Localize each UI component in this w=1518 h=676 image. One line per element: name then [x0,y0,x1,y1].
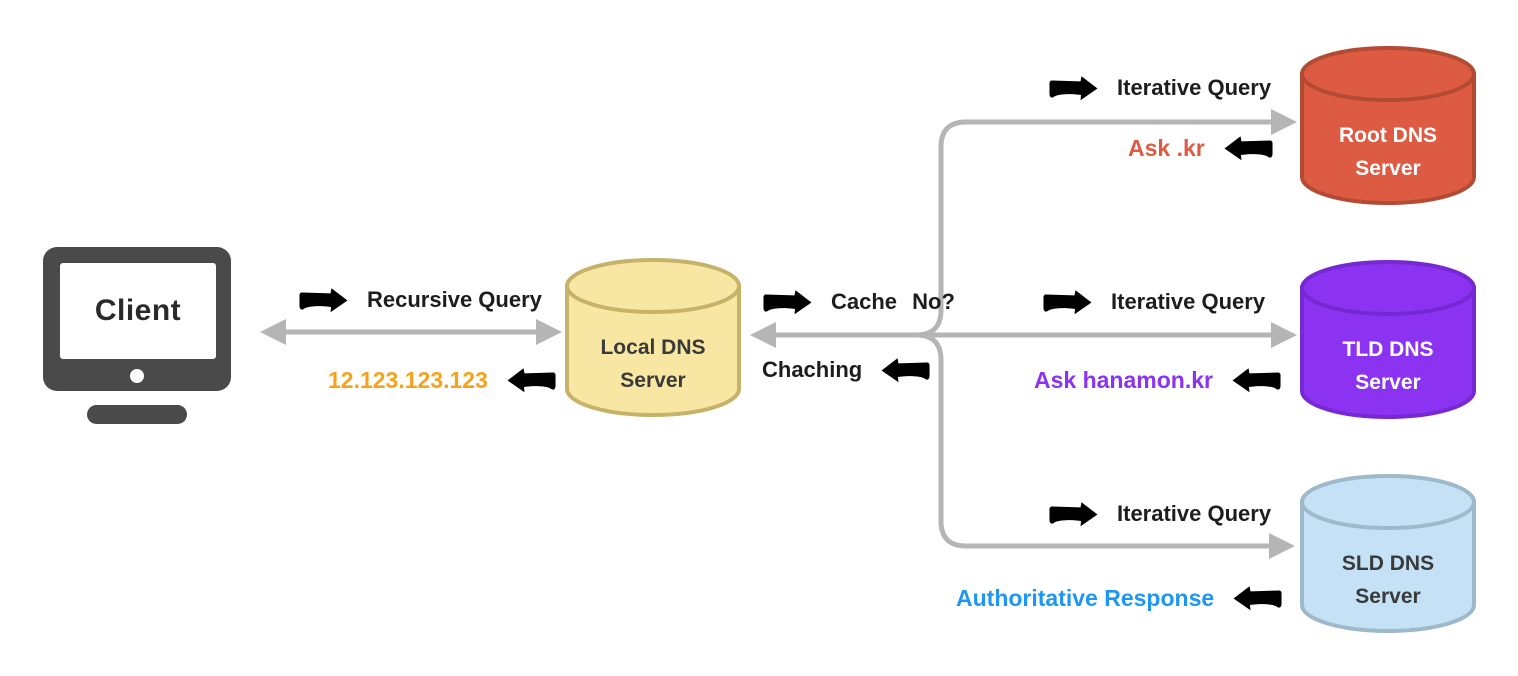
arrowhead-to-sld [1269,533,1295,559]
response-left-arrow-icon [1233,586,1282,611]
query-right-arrow-icon [1049,76,1098,101]
monitor-screen: Client [60,263,216,359]
database-cylinder-icon [1300,260,1476,419]
label-line2: Server [620,368,686,392]
monitor-stand [87,405,187,424]
client-label: Client [94,294,182,327]
localdns-root-link [915,119,1280,338]
edge-cache-check: Cache No? [758,284,955,320]
cache-check-label: Cache No? [831,289,955,314]
arrowhead-to-localdns-left [750,322,776,348]
label-line1: TLD DNS [1342,337,1434,361]
response-left-arrow-icon [507,368,556,393]
database-cylinder-icon [1300,46,1476,205]
edge-root-response: Ask .kr [1128,130,1278,166]
root-dns-label: Root DNS Server [1298,96,1478,209]
query-right-arrow-icon [1043,290,1092,315]
label-line2: Server [1355,156,1421,180]
tld-dns-label: TLD DNS Server [1298,310,1478,423]
database-cylinder-icon [1300,474,1476,633]
response-left-arrow-icon [1232,368,1281,393]
root-query-label: Iterative Query [1117,75,1272,100]
label-line1: SLD DNS [1341,551,1435,575]
label-line2: Server [1355,370,1421,394]
client-response-label: 12.123.123.123 [328,366,488,393]
arrowhead-to-root [1271,109,1297,135]
arrowhead-to-tld [1271,322,1297,348]
query-right-arrow-icon [299,288,348,313]
tld-dns-server: TLD DNS Server [1298,258,1478,423]
local-dns-server: Local DNS Server [563,256,743,421]
query-right-arrow-icon [1049,502,1098,527]
edge-root-query: Iterative Query [1044,70,1271,106]
edge-sld-query: Iterative Query [1044,496,1271,532]
response-left-arrow-icon [881,358,930,383]
monitor-power-dot [130,369,144,383]
arrowhead-to-localdns-right [536,319,562,345]
edge-sld-response: Authoritative Response [956,580,1287,616]
sld-dns-label: SLD DNS Server [1298,524,1478,637]
edge-recursive-query: Recursive Query [294,282,542,318]
localdns-sld-link [915,332,1278,549]
edge-client-response: 12.123.123.123 [328,362,561,398]
local-dns-label: Local DNS Server [563,308,743,421]
sld-query-label: Iterative Query [1117,501,1272,526]
edge-tld-response: Ask hanamon.kr [1034,362,1286,398]
label-line1: Root DNS [1339,123,1437,147]
label-line1: Local DNS [600,335,706,359]
caching-label: Chaching [762,357,863,382]
tld-query-label: Iterative Query [1111,289,1266,314]
monitor-icon: Client [43,247,231,391]
database-cylinder-icon [565,258,741,417]
tld-response-label: Ask hanamon.kr [1034,366,1213,393]
edge-caching: Chaching [762,352,935,388]
label-line2: Server [1355,584,1421,608]
root-dns-server: Root DNS Server [1298,44,1478,209]
edge-tld-query: Iterative Query [1038,284,1265,320]
root-response-label: Ask .kr [1128,134,1205,161]
sld-dns-server: SLD DNS Server [1298,472,1478,637]
arrowhead-to-client [260,319,286,345]
query-right-arrow-icon [763,290,812,315]
sld-response-label: Authoritative Response [956,584,1215,611]
response-left-arrow-icon [1224,136,1273,161]
client-device: Client [43,247,231,424]
recursive-query-label: Recursive Query [367,287,542,312]
